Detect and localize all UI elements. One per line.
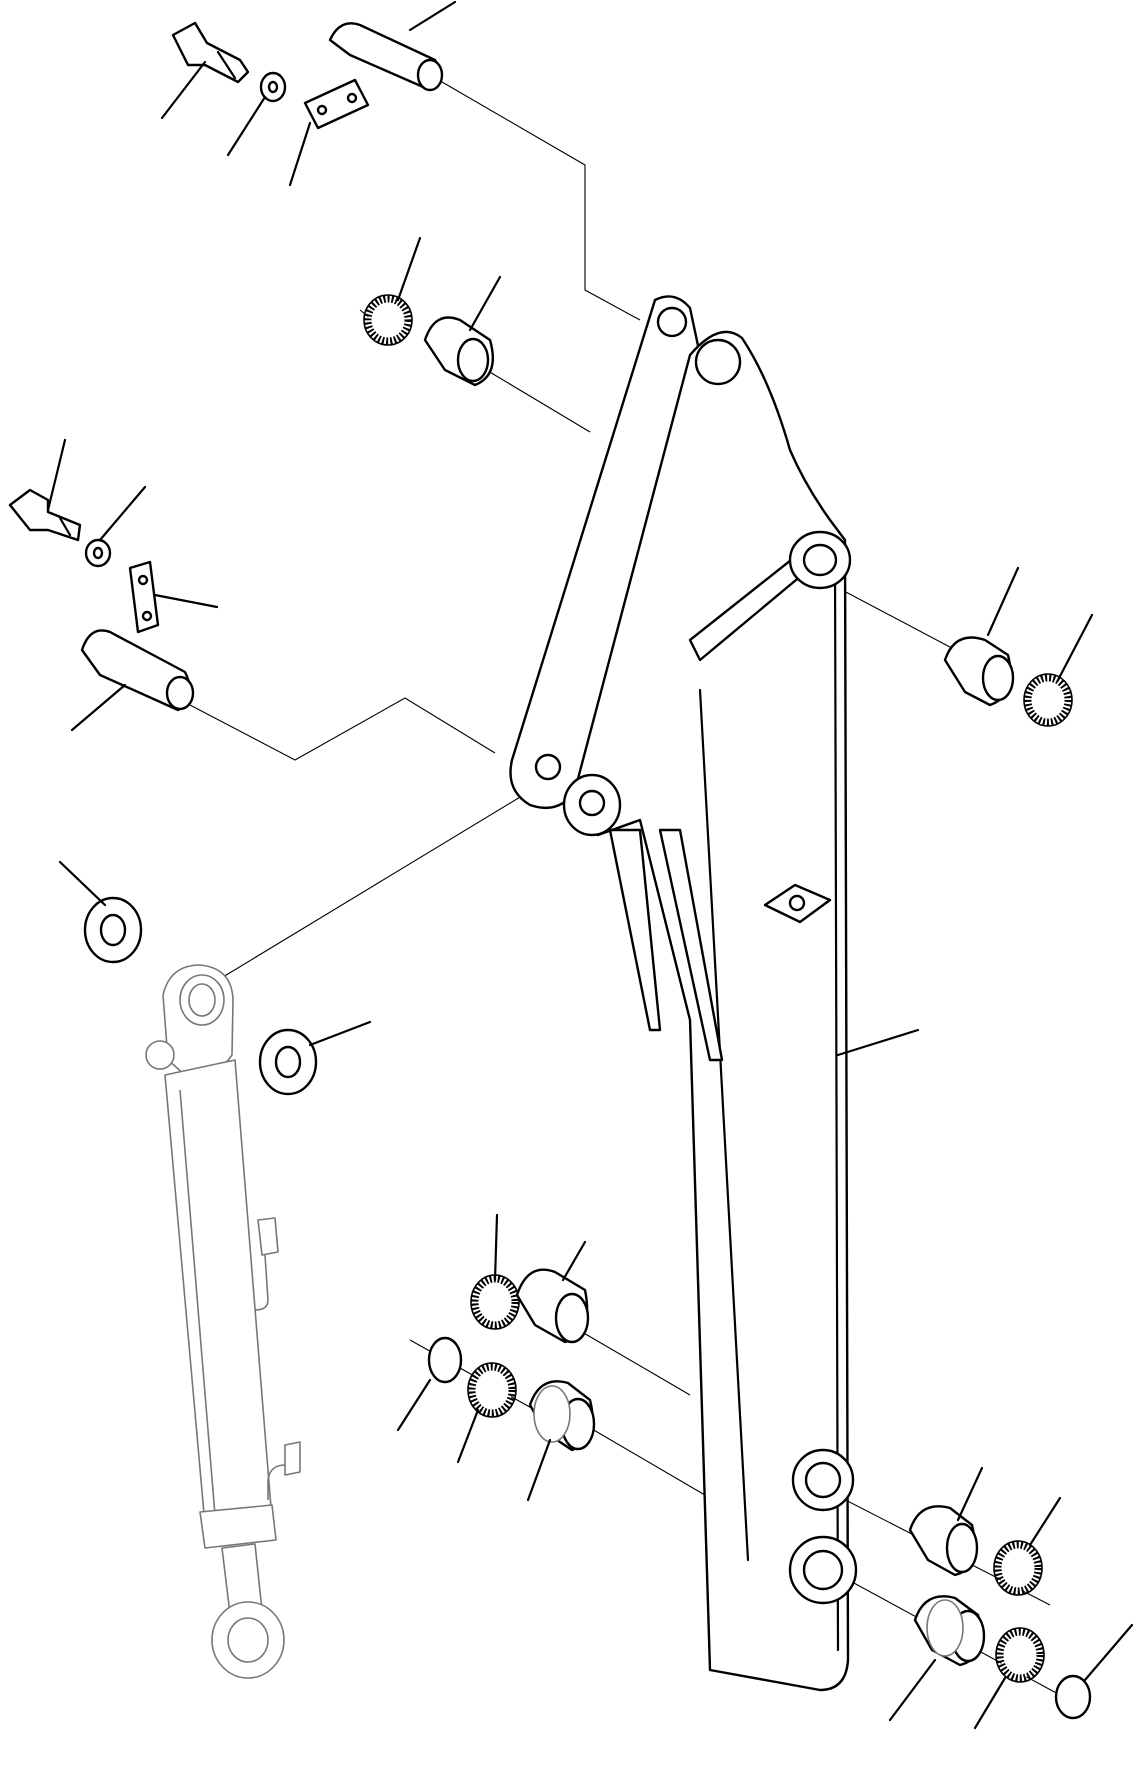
bolt-top-thread	[216, 50, 237, 80]
cylinder-barrel	[164, 1059, 273, 1526]
leader-plate-mid	[153, 593, 219, 609]
link-plate-top-hole	[656, 306, 688, 338]
bottom-right-bushing-group	[888, 1466, 1134, 1730]
bolt-mid-thread	[58, 516, 72, 537]
center-line-cylinder	[217, 784, 541, 981]
seal-br-1	[994, 1541, 1042, 1595]
cylinder-washers	[58, 860, 372, 1096]
leader-seal-lower-2	[456, 1408, 480, 1464]
washer-top-hole	[267, 80, 279, 94]
bushing-br-2-flange	[926, 1599, 964, 1657]
arm-slot	[608, 828, 662, 1032]
arm-bracket-hole	[788, 894, 806, 912]
leader-o-ring-lower	[396, 1378, 432, 1432]
cylinder-pipe-upper	[254, 1254, 269, 1311]
leader-arm	[836, 1028, 920, 1057]
leader-washer-cylinder-left	[58, 860, 107, 907]
lock-plate-mid-hole-2	[141, 610, 153, 622]
leader-washer-mid	[98, 485, 147, 542]
cylinder-fitting-upper	[257, 1217, 279, 1256]
leader-bushing-lower-2	[526, 1438, 552, 1502]
center-line-mid-pin	[189, 697, 496, 761]
arm-boss-bottom-lower-hole	[802, 1549, 844, 1591]
o-ring-lower	[427, 1336, 463, 1384]
leader-plate-top	[288, 121, 312, 187]
leader-seal-upper	[396, 236, 422, 302]
bushing-br-1-end	[945, 1522, 979, 1574]
link-plate	[509, 295, 702, 810]
arm-web-edge	[698, 688, 750, 1562]
lock-plate-mid-hole-1	[137, 574, 149, 586]
leader-washer-cylinder-right	[308, 1020, 372, 1047]
pin-mid-end	[165, 675, 195, 711]
lock-plate-top-hole-2	[346, 92, 358, 104]
leader-seal-lower-1	[493, 1213, 499, 1282]
arm-boss-bottom-upper-hole	[804, 1461, 842, 1499]
center-line-low-bushing-1	[581, 1331, 691, 1396]
cylinder-fitting-lower	[284, 1441, 301, 1476]
leader-bushing-right	[986, 566, 1020, 637]
leader-bolt-top	[160, 60, 207, 120]
leader-seal-right	[1056, 613, 1094, 682]
seal-br-1-edge	[993, 1540, 1043, 1596]
seal-lower-2	[468, 1363, 516, 1417]
bushing-lower-2-flange	[533, 1385, 571, 1443]
seal-br-2	[996, 1628, 1044, 1682]
lock-plate-top-hole-1	[316, 104, 328, 116]
o-ring-br	[1054, 1674, 1092, 1720]
washer-cylinder-left-hole	[99, 913, 127, 947]
arm-boss-right-hole	[802, 543, 838, 577]
leader-pin-top	[408, 0, 457, 32]
leader-pin-mid	[70, 683, 127, 732]
leader-bushing-lower-1	[561, 1240, 587, 1282]
center-line-top-bushing	[477, 364, 591, 433]
top-pin-group	[160, 0, 457, 187]
right-bushing-group	[943, 566, 1094, 727]
center-line-low-bushing-2	[579, 1421, 711, 1499]
cylinder-barrel-highlight	[179, 1089, 216, 1516]
arm-assembly	[509, 295, 858, 1692]
bushing-right-end	[981, 654, 1015, 702]
cylinder-pipe-lower	[267, 1464, 286, 1500]
bushing-upper-end	[456, 337, 490, 383]
seal-lower-2-edge	[467, 1362, 517, 1418]
cylinder-gland	[199, 1504, 277, 1549]
arm-boss-mid-hole	[578, 789, 606, 817]
leader-o-ring-br	[1083, 1623, 1134, 1682]
seal-lower-1	[471, 1275, 519, 1329]
washer-mid-hole	[92, 546, 104, 560]
leader-bushing-br-2	[888, 1658, 937, 1722]
leader-seal-br-2	[973, 1676, 1007, 1730]
seal-right-edge	[1023, 673, 1073, 727]
hydraulic-cylinder	[145, 964, 301, 1679]
leader-bolt-mid	[46, 438, 67, 512]
bolt-mid	[8, 488, 82, 542]
cylinder-head-eye-hole	[188, 983, 216, 1017]
lower-left-bushing-group	[396, 1213, 596, 1502]
center-line-top-pin	[429, 74, 641, 321]
cylinder-grease-nipple	[145, 1040, 175, 1070]
seal-right	[1024, 674, 1072, 726]
seal-br-2-edge	[995, 1627, 1045, 1683]
bolt-top	[171, 21, 250, 84]
seal-upper-edge	[363, 294, 413, 346]
lock-plate-mid	[128, 560, 160, 634]
leader-washer-top	[226, 95, 267, 157]
arm-top-eye	[694, 338, 742, 386]
link-plate-bottom-hole	[534, 753, 562, 781]
leader-seal-br-1	[1028, 1496, 1062, 1547]
mid-pin-group	[8, 438, 219, 732]
leader-bushing-upper	[468, 275, 502, 332]
leader-bushing-br-1	[956, 1466, 984, 1522]
upper-bushing-group	[363, 236, 502, 387]
pin-top-end	[416, 58, 444, 92]
bushing-lower-1-end	[554, 1292, 590, 1344]
seal-upper	[364, 295, 412, 345]
cylinder-rod-eye-hole	[227, 1617, 269, 1663]
washer-cylinder-right-hole	[274, 1045, 302, 1079]
lock-plate-top	[303, 78, 370, 130]
arm-slot-2	[658, 828, 724, 1062]
